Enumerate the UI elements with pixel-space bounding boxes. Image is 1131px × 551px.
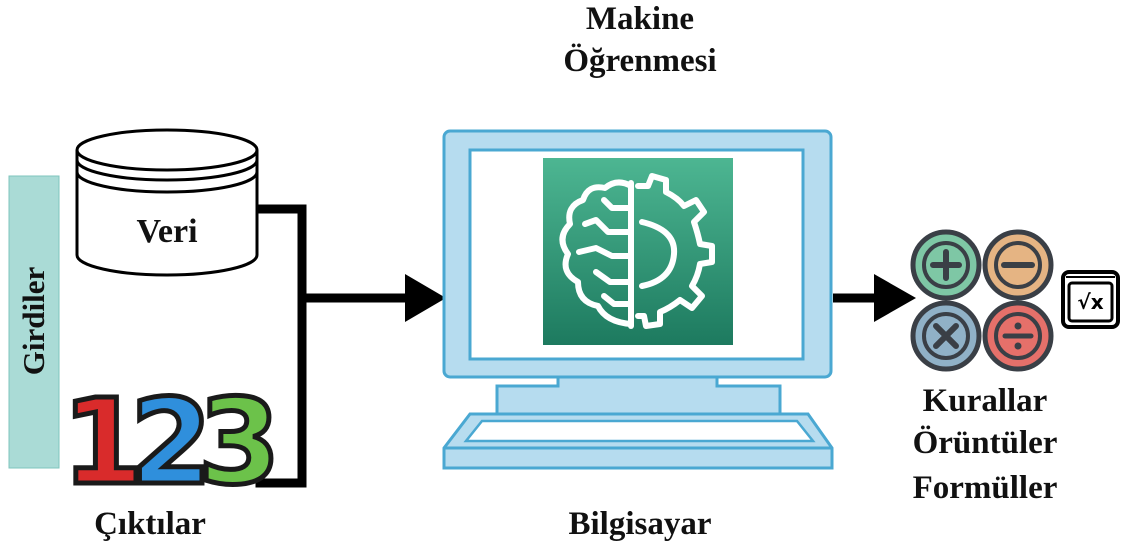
square-root-icon [1061,270,1120,329]
ai-brain-gear-icon [559,173,715,329]
sqrt-symbol: √x [1077,290,1104,314]
result-patterns: Örüntüler [912,425,1058,461]
plus-icon [910,229,982,301]
ciktilar-label: Çıktılar [94,506,206,542]
monitor-icon [442,129,834,470]
multiply-icon [910,300,982,372]
database-icon [75,128,259,277]
computer-label: Bilgisayar [568,506,712,542]
divide-icon [982,300,1054,372]
girdiler-label: Girdiler [16,266,51,376]
numbers-123-icon: 123 [59,380,282,505]
digit-one: 1 [59,373,146,511]
digit-two: 2 [128,373,215,511]
result-rules: Kurallar [922,383,1048,419]
input-connector [255,204,415,488]
girdiler-bar [8,175,60,469]
veri-label: Veri [136,213,198,250]
title-line-2: Öğrenmesi [563,43,717,79]
arrow-to-computer [405,274,446,322]
title-line-1: Makine [585,1,695,37]
arrow-to-results [874,274,916,322]
result-formulas: Formüller [912,470,1058,506]
minus-icon [982,229,1054,301]
digit-three: 3 [196,373,283,511]
